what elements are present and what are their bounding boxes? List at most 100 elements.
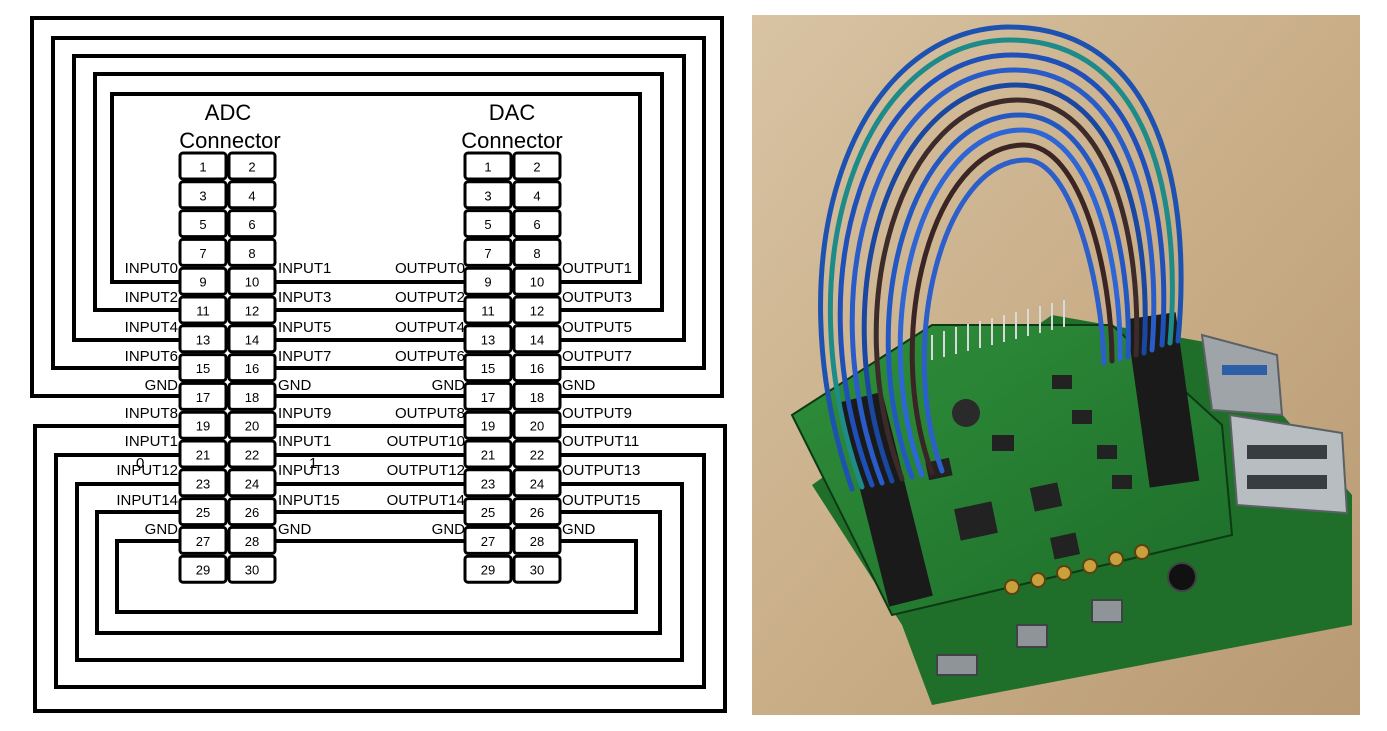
adc-pin-cell [227,209,277,239]
adc-right-signal-label: INPUT15 [278,492,340,509]
adc-pin-number: 3 [199,188,206,203]
adc-pin-number: 6 [248,217,255,232]
adc-right-signal-label: INPUT9 [278,405,331,422]
dac-pin-number: 14 [530,332,544,347]
wire-loop-input0-output1 [110,92,642,284]
dac-pin-cell [463,381,513,411]
adc-pin-number: 14 [245,332,259,347]
dac-pin-number: 4 [533,188,540,203]
dac-pin-cell [463,180,513,210]
board-chips [925,375,1132,560]
overlap-digit-right: 1 [309,455,317,472]
adc-left-signal-label: INPUT2 [125,289,178,306]
dac-pin-number: 8 [533,246,540,261]
adc-pin-number: 28 [245,534,259,549]
adc-pin-cell [178,439,228,469]
wire-loop-gnd-bottom [115,539,638,614]
dac-pin-cell [512,324,562,354]
black-header-left [838,391,933,607]
dac-left-signal-label: GND [432,377,466,394]
adc-pin-number: 4 [248,188,255,203]
dac-pin-number: 17 [481,390,495,405]
adc-left-signal-label: INPUT4 [125,319,178,336]
adc-pin-number: 10 [245,275,259,290]
dac-pin-cell [512,468,562,498]
dac-right-signal-label: GND [562,521,596,538]
adc-pin-cell [227,151,277,181]
adc-right-signal-label: GND [278,521,312,538]
adc-title-line1: ADC [205,100,252,125]
dac-left-signal-label: OUTPUT8 [395,405,465,422]
dac-pin-number: 26 [530,505,544,520]
dac-pin-cell [463,237,513,267]
adc-pin-cell [227,237,277,267]
adc-pin-cell [227,266,277,296]
dac-right-signal-label: OUTPUT13 [562,462,640,479]
dac-pin-number: 13 [481,332,495,347]
adc-pin-number: 15 [196,361,210,376]
adc-pin-cell [178,497,228,527]
dac-pin-number: 6 [533,217,540,232]
dac-pin-number: 23 [481,476,495,491]
adc-left-signal-label: INPUT6 [125,348,178,365]
wire-loop-input10-output11 [54,453,706,689]
dac-pin-cell [512,151,562,181]
dac-pin-cell [463,410,513,440]
adc-pin-cell [227,525,277,555]
dac-pin-cell [463,295,513,325]
dac-pin-cell [512,554,562,584]
adc-pin-cell [178,266,228,296]
adc-pin-cell [227,353,277,383]
adc-pin-number: 22 [245,448,259,463]
dac-pin-cell [463,209,513,239]
bottom-ports [936,562,1197,676]
dac-left-signal-label: OUTPUT6 [395,348,465,365]
wire-loop-gnd-top [30,16,724,398]
wire-loop-input4-output5 [72,54,686,342]
adc-pin-number: 30 [245,563,259,578]
dac-pin-cell [463,554,513,584]
adc-pin-cell [178,295,228,325]
dac-right-signal-label: OUTPUT7 [562,348,632,365]
test-points [1004,544,1150,595]
dac-pin-cell [512,525,562,555]
board-photo-illustration [752,15,1360,715]
dac-left-signal-label: GND [432,521,466,538]
dac-pin-number: 15 [481,361,495,376]
dac-left-signal-label: OUTPUT2 [395,289,465,306]
adc-pin-number: 1 [199,160,206,175]
adc-title-line2: Connector [179,128,281,153]
adc-pin-cell [178,151,228,181]
dac-right-signal-label: OUTPUT15 [562,492,640,509]
dac-pin-cell [512,353,562,383]
bridge-wires [276,280,465,543]
dac-pin-number: 22 [530,448,544,463]
dac-pin-cell [512,237,562,267]
adc-pin-cell [227,324,277,354]
adc-right-signal-label: GND [278,377,312,394]
dac-pin-cell [512,180,562,210]
adc-pin-cell [227,295,277,325]
dac-pin-cell [512,497,562,527]
dac-right-signal-label: OUTPUT11 [562,433,639,450]
dac-pin-cell [512,410,562,440]
dac-pin-cell [512,209,562,239]
dac-pin-number: 5 [484,217,491,232]
adc-left-signal-label: INPUT8 [125,405,178,422]
dac-pin-number: 12 [530,304,544,319]
adc-pin-cell [178,324,228,354]
adc-pin-number: 11 [196,304,210,319]
dac-right-signal-label: OUTPUT3 [562,289,632,306]
dac-pin-cell [463,439,513,469]
adc-pin-cell [227,554,277,584]
dac-pin-number: 3 [484,188,491,203]
adc-left-signal-label: INPUT0 [125,260,178,277]
dac-pin-cell [512,439,562,469]
dac-title-line1: DAC [489,100,536,125]
adc-pin-number: 19 [196,419,210,434]
adc-pin-cell [178,381,228,411]
adc-pin-number: 27 [196,534,210,549]
dac-pin-number: 25 [481,505,495,520]
adc-left-signal-label: GND [145,377,179,394]
adc-right-signal-label: INPUT1 [278,433,331,450]
